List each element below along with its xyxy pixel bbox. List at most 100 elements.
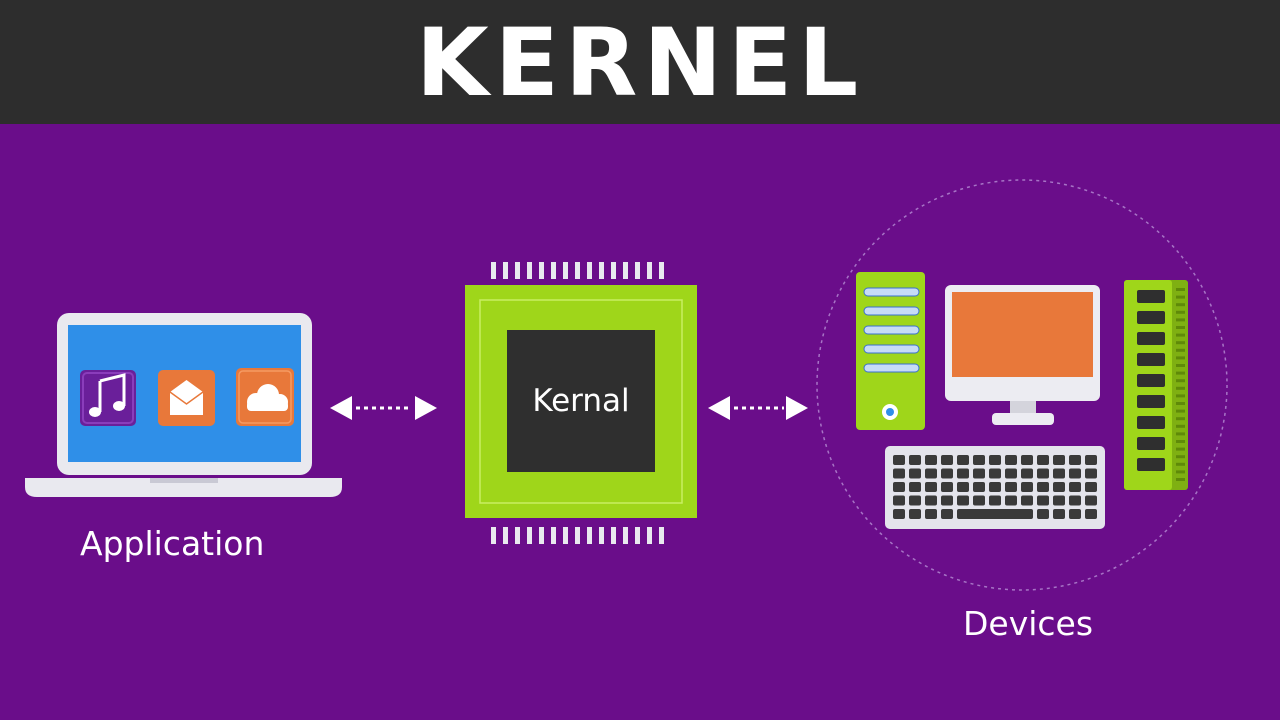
ram-pin <box>1176 288 1185 291</box>
chip-pin <box>527 527 532 544</box>
keyboard-key <box>1053 468 1065 479</box>
chip-pin <box>563 262 568 279</box>
ram-pin <box>1176 386 1185 390</box>
mail-icon <box>158 370 215 426</box>
ram-pin <box>1176 432 1185 436</box>
ram-pin <box>1176 447 1185 451</box>
chip-pin <box>575 527 580 544</box>
ram-pin <box>1176 478 1185 481</box>
ram-pin <box>1176 470 1185 474</box>
keyboard-key <box>909 482 921 492</box>
ram-pin <box>1176 348 1185 352</box>
keyboard-key <box>893 495 905 506</box>
keyboard-key <box>989 455 1001 465</box>
kernel-chip <box>465 262 697 544</box>
ram-pin <box>1176 417 1185 421</box>
ram-chip <box>1137 332 1165 345</box>
monitor-icon <box>945 285 1100 425</box>
keyboard-key <box>989 482 1001 492</box>
keyboard-key <box>973 482 985 492</box>
keyboard-key <box>925 482 937 492</box>
ram-pin <box>1176 371 1185 375</box>
keyboard-key <box>925 495 937 506</box>
ram-chip <box>1137 437 1165 450</box>
keyboard-key <box>1021 468 1033 479</box>
keyboard-key <box>1005 468 1017 479</box>
chip-pin <box>563 527 568 544</box>
application-label: Application <box>80 524 265 563</box>
cloud-icon <box>236 368 294 426</box>
chip-pin <box>539 262 544 279</box>
chip-pin <box>515 527 520 544</box>
ram-pin <box>1176 424 1185 428</box>
keyboard-key <box>941 509 953 519</box>
ram-chip <box>1137 290 1165 303</box>
ram-pin <box>1176 394 1185 398</box>
ram-pin <box>1176 440 1185 443</box>
keyboard-key <box>1085 509 1097 519</box>
keyboard-key <box>925 455 937 465</box>
ram-chip <box>1137 353 1165 366</box>
keyboard-key <box>957 455 969 465</box>
keyboard-key <box>1053 495 1065 506</box>
chip-pin <box>599 262 604 279</box>
ram-chip <box>1137 395 1165 408</box>
keyboard-key <box>941 455 953 465</box>
ram-chip <box>1137 311 1165 324</box>
ram-pin <box>1176 409 1185 413</box>
keyboard-key <box>893 455 905 465</box>
chip-pin <box>503 262 508 279</box>
keyboard-key <box>1005 482 1017 492</box>
ram-chip <box>1137 458 1165 471</box>
keyboard-key <box>957 482 969 492</box>
keyboard-key <box>1037 468 1049 479</box>
keyboard-key <box>893 468 905 479</box>
arrow-kernel-devices <box>708 396 808 420</box>
chip-pin <box>539 527 544 544</box>
chip-pin <box>659 262 664 279</box>
keyboard-key <box>1037 495 1049 506</box>
keyboard-key <box>1037 509 1049 519</box>
arrow-app-kernel <box>330 396 437 420</box>
chip-pin <box>527 262 532 279</box>
music-note-icon <box>80 370 136 426</box>
chip-pin <box>623 527 628 544</box>
keyboard-key <box>925 509 937 519</box>
ram-module-icon <box>1124 280 1188 490</box>
keyboard-key <box>1069 468 1081 479</box>
ram-pin <box>1176 379 1185 383</box>
keyboard-key <box>1085 482 1097 492</box>
keyboard-key <box>909 509 921 519</box>
chip-pin <box>575 262 580 279</box>
ram-pin <box>1176 455 1185 459</box>
keyboard-key <box>893 509 905 519</box>
keyboard-key <box>909 468 921 479</box>
ram-pin <box>1176 341 1185 345</box>
tower-pc-icon <box>856 272 925 430</box>
title-bar: KERNEL <box>0 0 1280 124</box>
keyboard-key <box>1021 495 1033 506</box>
keyboard-key <box>1021 455 1033 465</box>
ram-chip <box>1137 416 1165 429</box>
chip-pin <box>587 262 592 279</box>
keyboard-key <box>973 468 985 479</box>
chip-pin <box>611 262 616 279</box>
ram-pin <box>1176 402 1185 405</box>
keyboard-key <box>1085 455 1097 465</box>
ram-pin <box>1176 295 1185 299</box>
chip-pin <box>551 262 556 279</box>
keyboard-key <box>973 495 985 506</box>
keyboard-key <box>1053 509 1065 519</box>
keyboard-key <box>941 495 953 506</box>
keyboard-key <box>1005 495 1017 506</box>
keyboard-key <box>893 482 905 492</box>
chip-pin <box>587 527 592 544</box>
chip-pin <box>491 527 496 544</box>
ram-pin <box>1176 333 1185 337</box>
chip-pin <box>647 262 652 279</box>
ram-pin <box>1176 364 1185 367</box>
keyboard-key <box>941 482 953 492</box>
keyboard-key <box>1037 482 1049 492</box>
chip-pin <box>491 262 496 279</box>
